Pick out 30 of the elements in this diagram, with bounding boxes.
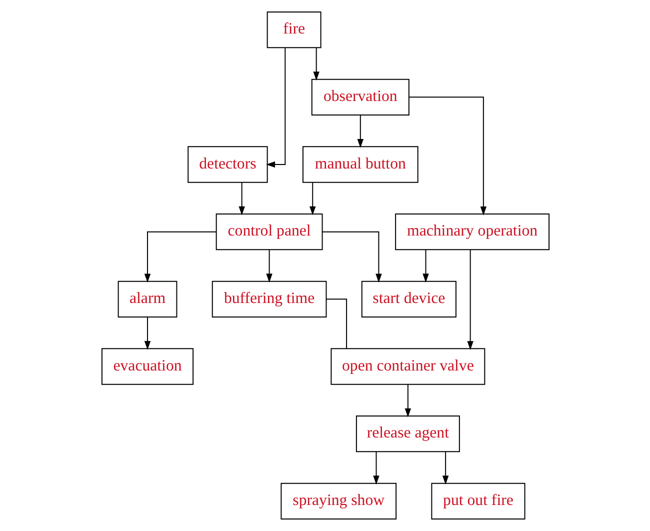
node-box: detectors [187, 146, 268, 183]
node-box: observation [310, 78, 409, 116]
arrow [266, 249, 272, 283]
node-box: spraying show [280, 482, 396, 520]
arrow [312, 47, 319, 81]
arrow [422, 249, 428, 283]
node-box: alarm [117, 280, 177, 318]
arrow [144, 316, 150, 350]
arrow [372, 451, 379, 485]
connector [325, 298, 347, 349]
node-box: open container valve [330, 348, 485, 385]
node-box: control panel [215, 214, 322, 250]
arrow [144, 231, 216, 283]
node-box: put out fire [430, 482, 525, 520]
arrow [404, 384, 411, 418]
arrow [321, 231, 382, 283]
node-box: machinary operation [394, 214, 550, 250]
arrow [466, 249, 473, 350]
arrow [309, 182, 316, 216]
node-box: fire [266, 12, 321, 48]
arrow [238, 182, 244, 216]
node-box: release agent [355, 416, 460, 452]
arrow [356, 114, 364, 148]
arrow [266, 47, 286, 168]
node-box: manual button [302, 146, 418, 183]
node-box: start device [360, 280, 456, 318]
node-box: evacuation [100, 348, 194, 385]
arrow [442, 451, 448, 485]
arrow [408, 96, 486, 216]
node-box: buffering time [211, 280, 326, 318]
